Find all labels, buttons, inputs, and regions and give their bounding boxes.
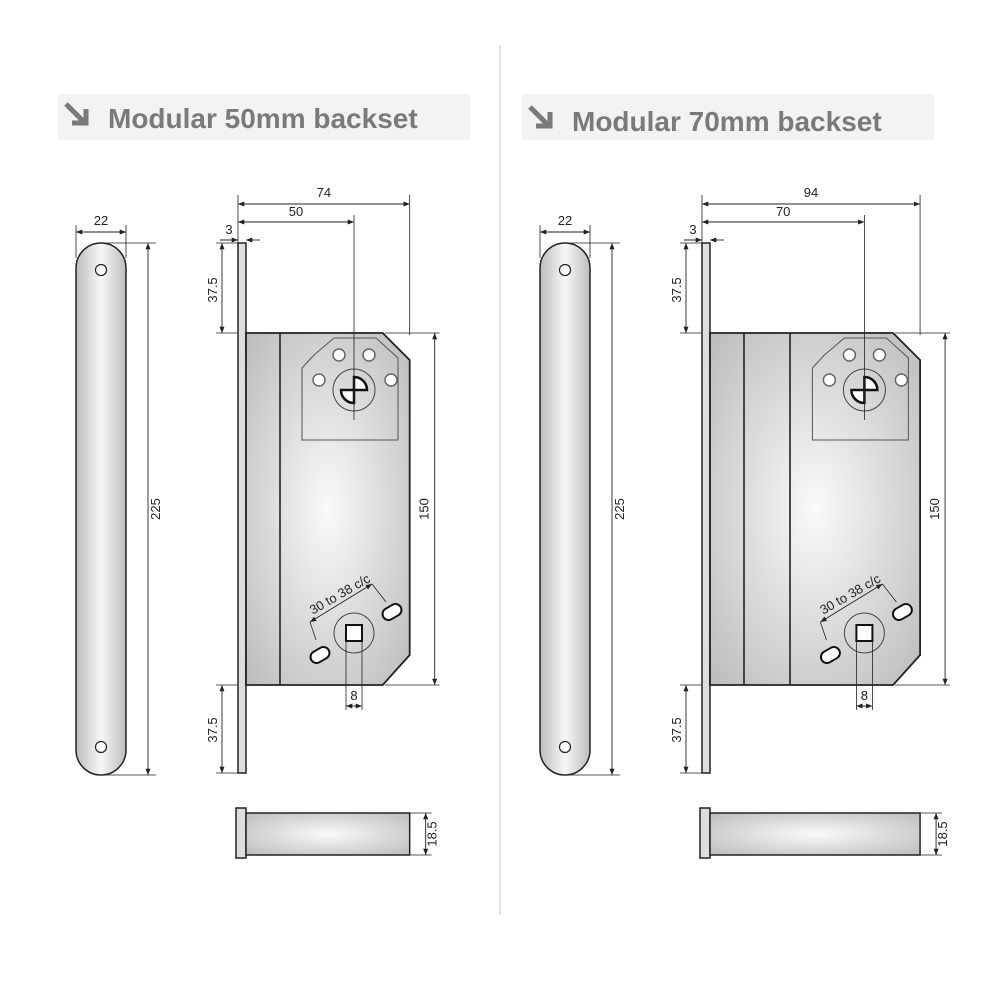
spindle-square (345, 624, 363, 642)
panel-title: Modular 70mm backset (572, 106, 882, 137)
dim-fixing-centres (820, 583, 883, 623)
label-spindle: 8 (350, 688, 357, 703)
arrow-down-right-icon (64, 102, 89, 126)
dim-fixing-centres (309, 583, 373, 623)
fixing-hole (384, 373, 398, 387)
cylinder-plate (811, 337, 909, 441)
fixing-hole (312, 373, 326, 387)
title-band (58, 94, 470, 140)
cylinder-plate (301, 337, 399, 441)
label-overall-depth: 74 (317, 185, 331, 200)
lock-case (709, 332, 921, 686)
label-bottom-offset: 37.5 (205, 717, 220, 742)
faceplate (539, 242, 591, 776)
label-top-offset: 37.5 (205, 277, 220, 302)
arrow-down-right-icon (528, 105, 553, 129)
lock-case (245, 332, 411, 686)
forend-plate (701, 242, 711, 774)
fixing-hole (872, 348, 887, 362)
label-faceplate-width: 22 (558, 213, 572, 228)
label-overall-depth: 94 (804, 185, 818, 200)
label-backset: 50 (289, 204, 303, 219)
label-bottom-offset: 37.5 (669, 717, 684, 742)
panel-70mm: Modular 70mm backset 22 225 94 70 3 37.5 37.5 15… (522, 94, 951, 859)
label-faceplate-height: 225 (612, 498, 627, 520)
label-strike-height: 18.5 (425, 821, 440, 846)
label-body-height: 150 (927, 498, 942, 520)
screw-hole (94, 740, 108, 754)
label-forend: 3 (689, 222, 696, 237)
label-faceplate-width: 22 (94, 213, 108, 228)
strike-plate (235, 807, 247, 859)
label-forend: 3 (225, 222, 232, 237)
strike-box (709, 812, 921, 856)
extension-line (309, 621, 317, 641)
forend-plate (237, 242, 247, 774)
fixing-slot (309, 646, 331, 664)
fixing-hole (362, 348, 376, 362)
screw-hole (94, 263, 108, 277)
screw-hole (558, 740, 572, 754)
label-body-height: 150 (417, 498, 432, 520)
spindle-square (855, 624, 874, 642)
fixing-hole (332, 348, 346, 362)
screw-hole (558, 263, 572, 277)
fixing-hole (822, 373, 837, 387)
extension-line (882, 583, 897, 603)
label-top-offset: 37.5 (669, 277, 684, 302)
label-strike-height: 18.5 (935, 821, 950, 846)
fixing-hole (842, 348, 857, 362)
extension-line (820, 621, 827, 641)
label-backset: 70 (776, 204, 790, 219)
fixing-slot (891, 603, 913, 621)
label-faceplate-height: 225 (148, 498, 163, 520)
faceplate (75, 242, 127, 776)
panel-50mm: Modular 50mm backset 22 225 74 50 3 37.5 37.5 15… (58, 94, 470, 859)
label-spindle: 8 (861, 688, 868, 703)
panel-title: Modular 50mm backset (108, 103, 418, 134)
extension-line (371, 583, 387, 603)
fixing-slot (381, 603, 403, 621)
fixing-slot (819, 646, 841, 664)
fixing-hole (894, 373, 909, 387)
strike-box (245, 812, 411, 856)
strike-plate (699, 807, 711, 859)
title-band (522, 94, 934, 140)
